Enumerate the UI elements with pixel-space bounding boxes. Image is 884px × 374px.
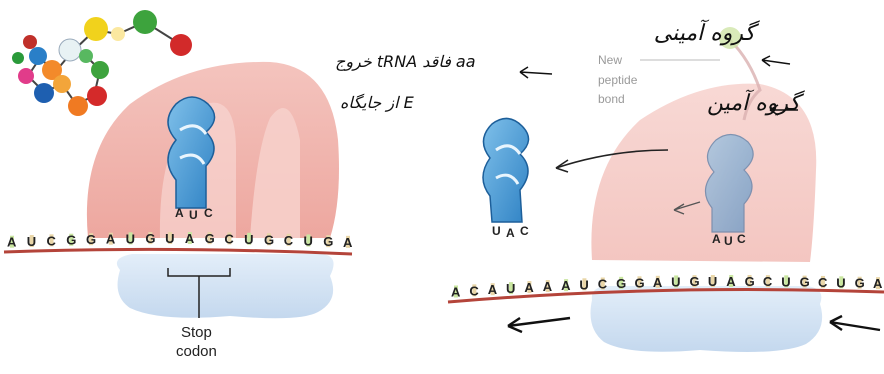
- mrna-base-right-letter: G: [634, 275, 644, 290]
- amino-acid-bead: [12, 52, 24, 64]
- mrna-strand: [4, 249, 352, 254]
- mrna-base-letter: G: [264, 232, 274, 247]
- new-peptide-bond-label-line1: New: [598, 53, 622, 67]
- leftward-arrow-1: [508, 318, 570, 332]
- amino-acid-bead: [29, 47, 47, 65]
- mrna-base-right-letter: A: [451, 284, 461, 299]
- mrna-base-letter: C: [224, 231, 234, 246]
- amino-acid-bead: [111, 27, 125, 41]
- mrna-base-letter: G: [205, 231, 215, 246]
- mrna-base-right-letter: U: [836, 275, 845, 290]
- mrna-base-letter: A: [185, 231, 195, 246]
- note-arrow-3: [520, 67, 552, 78]
- mrna-base-right-letter: A: [524, 280, 534, 295]
- mrna-base-right-letter: C: [818, 275, 828, 290]
- note-amine-group: گروه آمین: [707, 89, 806, 116]
- mrna-base-right-letter: U: [506, 281, 515, 296]
- mrna-base-right-letter: G: [690, 274, 700, 289]
- mrna-base-letter: G: [145, 231, 155, 246]
- mrna-base-right-letter: A: [561, 278, 571, 293]
- amino-acid-bead: [87, 86, 107, 106]
- small-ribosomal-subunit-right: [591, 286, 823, 352]
- amino-acid-bead: [68, 96, 88, 116]
- mrna-base-right-letter: A: [543, 279, 553, 294]
- amino-acid-bead: [84, 17, 108, 41]
- amino-acid-bead: [59, 39, 81, 61]
- mrna-base-right-letter: C: [598, 277, 608, 292]
- amino-acid-bead: [53, 75, 71, 93]
- leftward-arrow-2: [830, 316, 880, 330]
- mrna-base-letter: U: [244, 232, 253, 247]
- mrna-base-letter: G: [66, 233, 76, 248]
- mrna-base-right-letter: U: [579, 277, 588, 292]
- new-peptide-bond-label-line3: bond: [598, 92, 625, 106]
- mrna-base-letter: U: [27, 234, 36, 249]
- site-anticodon-letter: A: [712, 232, 721, 246]
- released-anticodon-letter: U: [492, 224, 501, 238]
- mrna-base-right-letter: G: [800, 275, 810, 290]
- site-anticodon-letter: U: [724, 234, 733, 248]
- amino-acid-bead: [34, 83, 54, 103]
- site-anticodon-letter: C: [737, 232, 746, 246]
- amino-acid-bead: [170, 34, 192, 56]
- mrna-base-letter: A: [343, 235, 353, 250]
- note-trna-exit: خروج tRNA فاقد aa: [335, 52, 476, 71]
- mrna-base-right-letter: U: [781, 274, 790, 289]
- amino-acid-bead: [79, 49, 93, 63]
- amino-acid-bead: [23, 35, 37, 49]
- mrna-base-right-letter: U: [708, 274, 717, 289]
- stop-codon-label-line2: codon: [176, 343, 217, 360]
- mrna-base-right-letter: G: [745, 274, 755, 289]
- released-anticodon-letter: A: [506, 226, 515, 240]
- mrna-base-right-letter: A: [488, 282, 498, 297]
- amino-acid-bead: [18, 68, 34, 84]
- stop-codon-label-line1: Stop: [181, 324, 212, 341]
- released-trna-anticodon: U A C: [492, 224, 529, 240]
- note-amino-group: گروه آمینی: [654, 19, 761, 46]
- note-from-e-site: از جایگاه E: [340, 93, 415, 112]
- anticodon-letters: A U C: [175, 206, 213, 222]
- anticodon-letter: A: [175, 206, 184, 220]
- mrna-base-letter: G: [86, 232, 96, 247]
- mrna-base-right-letter: U: [671, 274, 680, 289]
- site-trna-anticodon: A U C: [712, 232, 746, 248]
- handwritten-notes: گروه آمینی گروه آمین خروج tRNA فاقد aa ا…: [335, 19, 806, 116]
- mrna-base-letter: U: [126, 231, 135, 246]
- mrna-base-letter: G: [323, 234, 333, 249]
- mrna-base-letter: A: [7, 235, 17, 250]
- small-ribosomal-subunit: [117, 254, 334, 318]
- mrna-base-right-letter: C: [763, 274, 773, 289]
- mrna-base-letter: A: [106, 232, 116, 247]
- mrna-base-letter: U: [303, 233, 312, 248]
- anticodon-letter: U: [189, 208, 198, 222]
- released-trna: [483, 118, 529, 222]
- mrna-base-letter: C: [284, 233, 294, 248]
- note-arrow-1: [762, 56, 790, 66]
- mrna-base-right-letter: A: [726, 274, 736, 289]
- mrna-base-letter: U: [165, 231, 174, 246]
- amino-acid-bead: [133, 10, 157, 34]
- mrna-base-right-letter: A: [653, 275, 663, 290]
- released-anticodon-letter: C: [520, 224, 529, 238]
- mrna-base-right-letter: A: [873, 276, 883, 291]
- amino-acid-bead: [91, 61, 109, 79]
- mrna-base-right-letter: G: [855, 276, 865, 291]
- mrna-base-letter: C: [47, 233, 57, 248]
- mrna-base-right-letter: G: [616, 276, 626, 291]
- mrna-base-right-letter: C: [469, 283, 479, 298]
- new-peptide-bond-label-line2: peptide: [598, 73, 638, 87]
- anticodon-letter: C: [204, 206, 213, 220]
